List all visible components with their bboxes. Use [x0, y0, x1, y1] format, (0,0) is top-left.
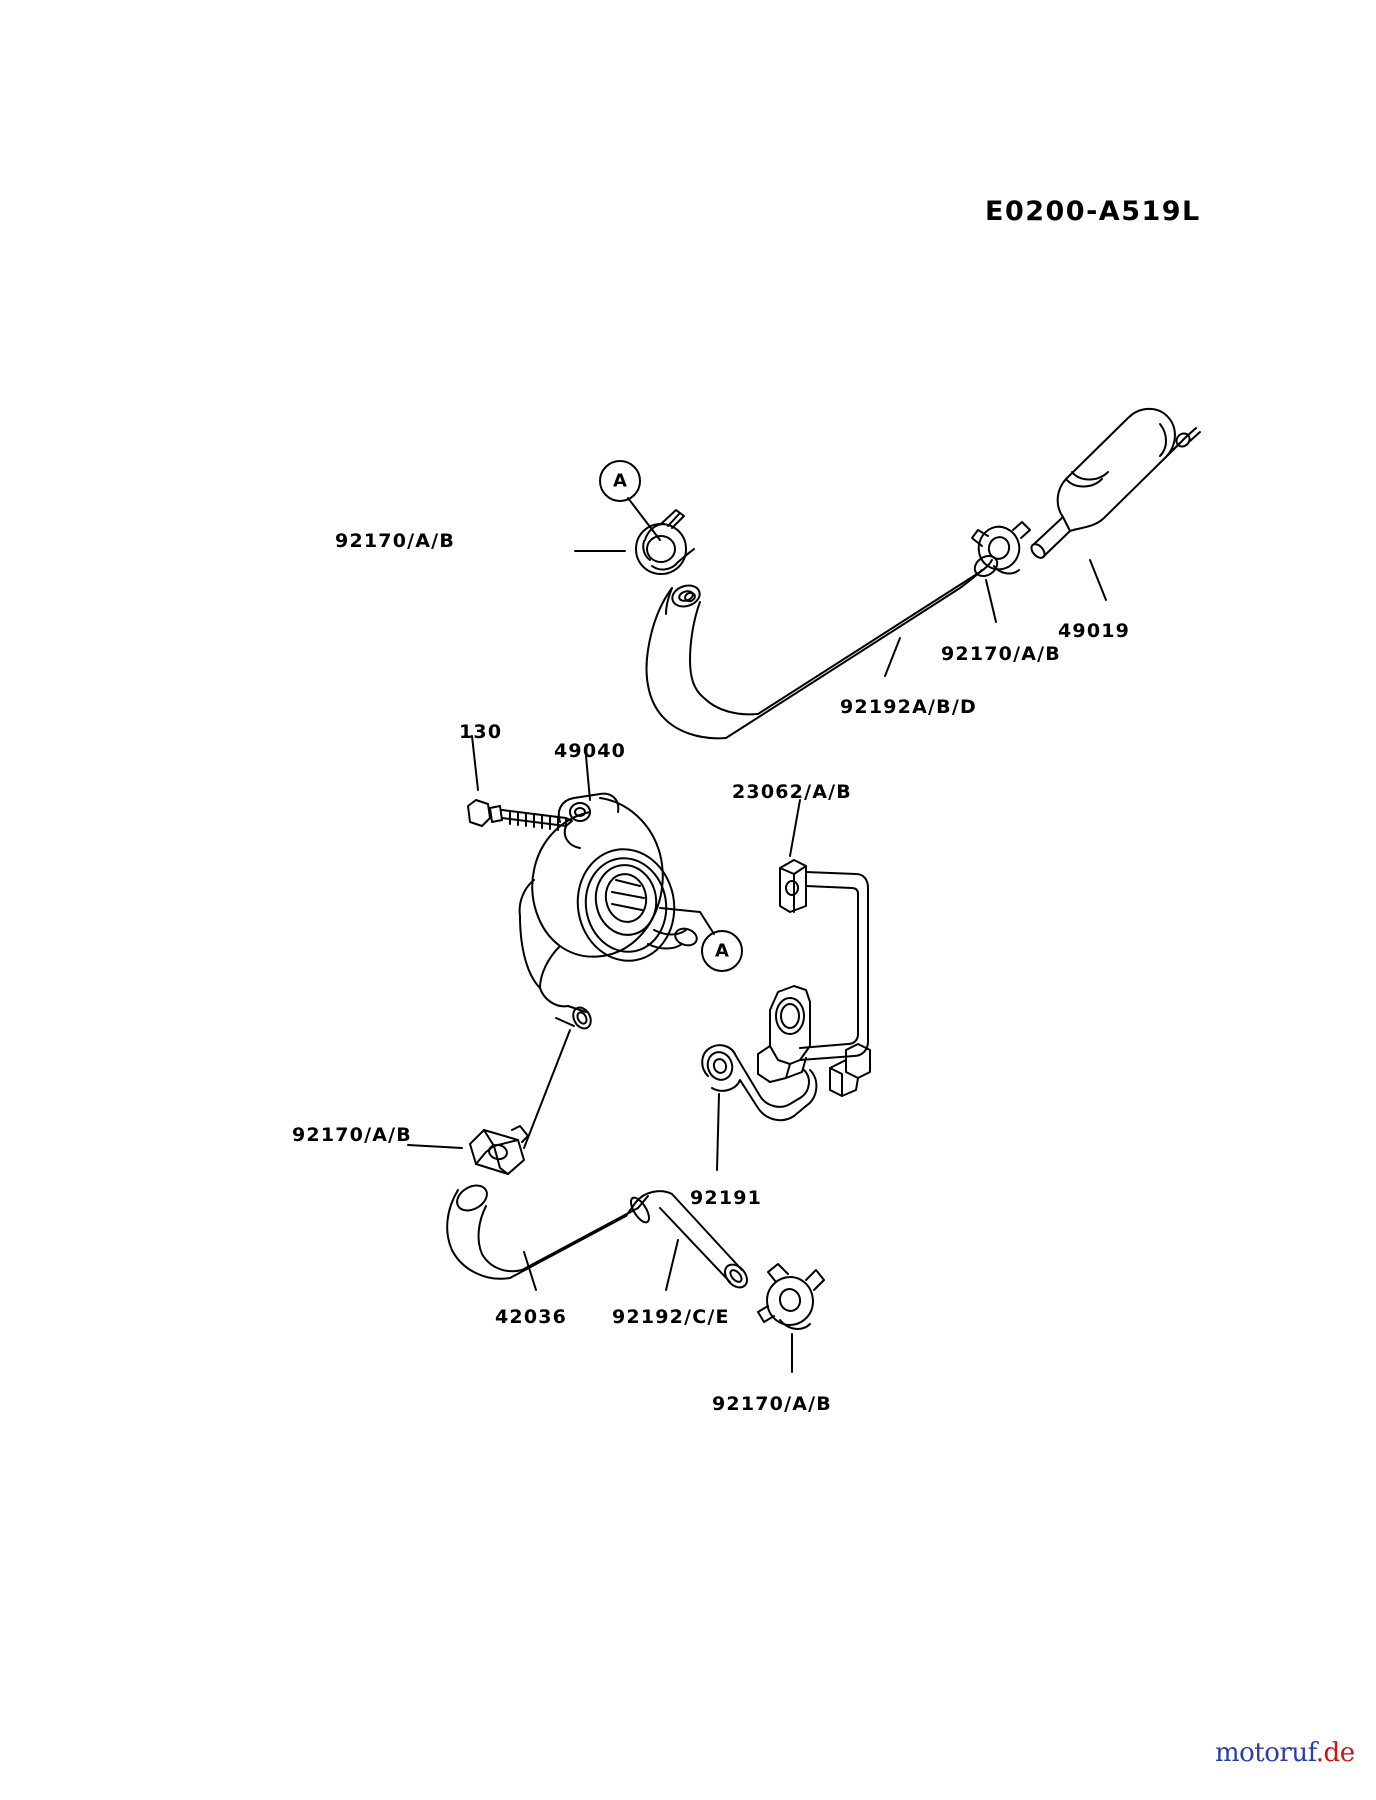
callout-a-top-circle: [599, 460, 641, 502]
label-92192abd: 92192A/B/D: [840, 696, 977, 718]
label-92192ce: 92192/C/E: [612, 1306, 730, 1328]
watermark-main: motoruf: [1215, 1738, 1316, 1768]
bracket-23062: [757, 859, 871, 1097]
label-42036: 42036: [495, 1306, 568, 1328]
label-23062ab: 23062/A/B: [732, 781, 852, 803]
bolt-130: [467, 799, 573, 831]
label-130: 130: [459, 721, 503, 743]
label-92170ab-filter: 92170/A/B: [941, 643, 1061, 665]
leader-49040: [585, 755, 591, 801]
hose-clamp-bottom: [757, 1263, 825, 1330]
leader-42036: [523, 1251, 537, 1291]
fuel-pump-49040: [518, 792, 698, 1030]
leader-49019: [1089, 559, 1107, 601]
fuel-filter-49019: [1030, 407, 1201, 559]
label-92170ab-left: 92170/A/B: [292, 1124, 412, 1146]
watermark: motoruf.de: [1215, 1738, 1355, 1768]
callout-a-mid-circle: [701, 930, 743, 972]
leader-92170-filter: [985, 579, 997, 623]
label-92191: 92191: [690, 1187, 763, 1209]
fuel-hose-92192abd: [645, 555, 999, 740]
callout-a-top-label: A: [613, 470, 627, 492]
clip-92191: [701, 1044, 818, 1122]
hose-clamp-left: [469, 1125, 529, 1175]
hose-clamp-filter: [971, 521, 1031, 575]
leader-92170-left-to-pump: [523, 1029, 571, 1149]
label-49040: 49040: [554, 740, 627, 762]
label-92170ab-top: 92170/A/B: [335, 530, 455, 552]
hose-clamp-top: [635, 509, 695, 575]
leader-23062: [789, 799, 801, 857]
diagram-code: E0200-A519L: [985, 196, 1201, 227]
fuel-hose-42036: [446, 1184, 748, 1289]
leader-92192abd: [884, 637, 901, 677]
leader-92192ce: [665, 1239, 679, 1291]
label-92170ab-bottom: 92170/A/B: [712, 1393, 832, 1415]
label-49019: 49019: [1058, 620, 1131, 642]
leader-92170-left: [407, 1144, 463, 1149]
callout-a-mid-label: A: [715, 940, 729, 962]
leader-92191: [716, 1093, 720, 1171]
leader-130: [471, 735, 479, 791]
watermark-suffix: .de: [1315, 1738, 1355, 1768]
